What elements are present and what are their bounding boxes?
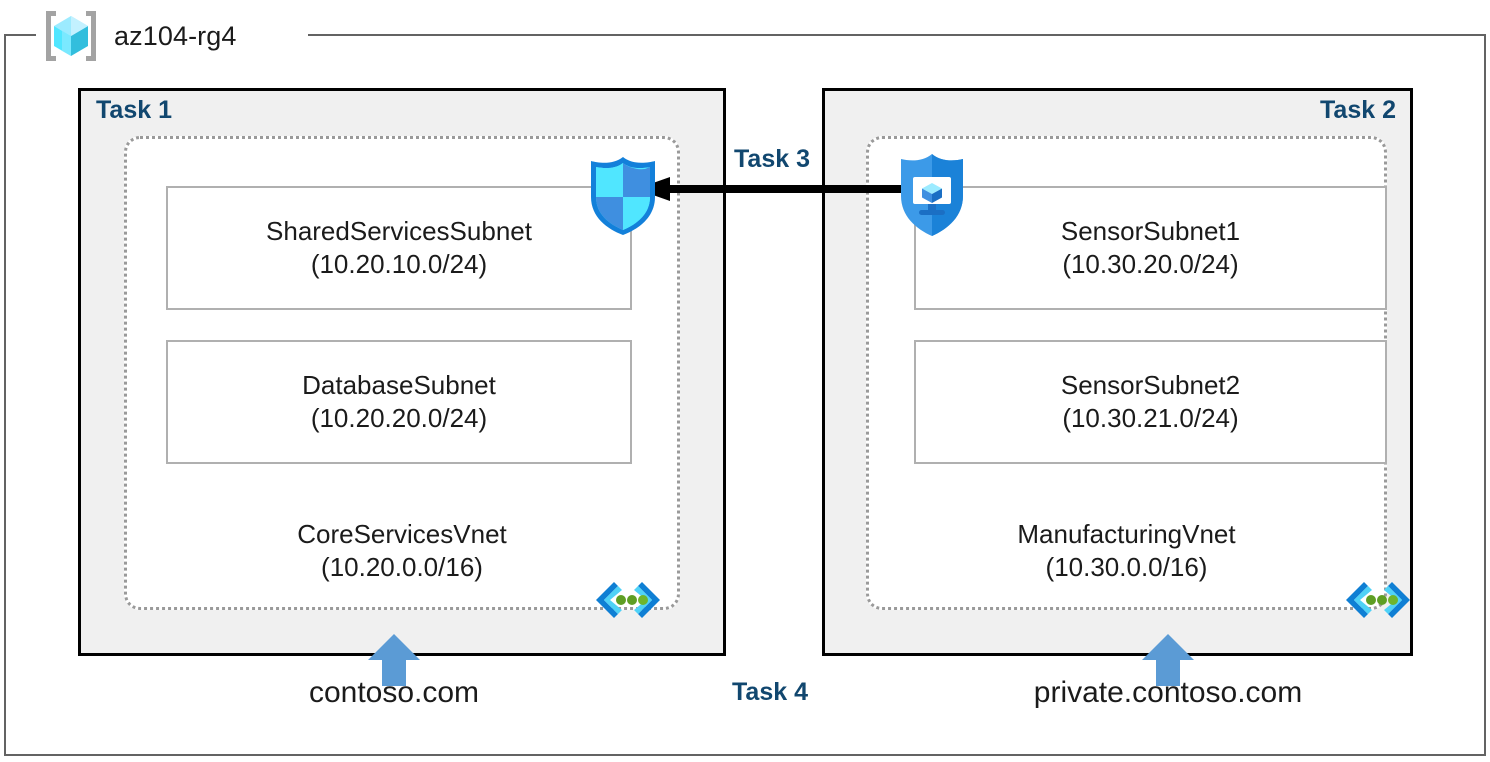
subnet-name: SensorSubnet2 [1060,369,1241,400]
subnet-sensorsubnet2: SensorSubnet2 (10.30.21.0/24) [914,340,1387,464]
task2-label: Task 2 [1320,96,1396,124]
resource-group-cube-icon [40,8,102,64]
task1-label: Task 1 [96,96,172,124]
dns-link-up-arrow-icon [1142,634,1194,686]
subnet-sensorsubnet1: SensorSubnet1 (10.30.20.0/24) [914,186,1387,310]
subnet-sharedservicessubnet: SharedServicesSubnet (10.20.10.0/24) [166,186,632,310]
subnet-cidr: (10.20.10.0/24) [310,249,488,279]
dns-zone-name-private-contoso: private.contoso.com [1033,676,1303,709]
dns-zone-name-contoso: contoso.com [308,676,480,709]
dns-zone-brackets-icon [592,578,664,622]
resource-group-header: az104-rg4 [40,8,236,64]
dns-zone-brackets-icon [1342,578,1414,622]
peering-arrow-left-icon [636,176,918,202]
vnet-name: CoreServicesVnet [297,519,507,549]
vnet-cidr: (10.30.0.0/16) [1045,552,1208,583]
vnet-name: ManufacturingVnet [1017,519,1236,549]
resource-group-boundary [4,34,1486,756]
dns-link-up-arrow-icon [368,634,420,686]
subnet-cidr: (10.30.20.0/24) [1062,249,1239,279]
resource-group-name: az104-rg4 [114,20,237,51]
subnet-name: SensorSubnet1 [1060,215,1241,246]
subnet-databasesubnet: DatabaseSubnet (10.20.20.0/24) [166,340,632,464]
vnet-corevnet-caption: CoreServicesVnet (10.20.0.0/16) [124,518,680,585]
subnet-name: SharedServicesSubnet [266,215,532,246]
task4-label: Task 4 [732,678,808,706]
subnet-cidr: (10.20.20.0/24) [310,403,488,433]
subnet-name: DatabaseSubnet [302,369,496,400]
network-watcher-monitor-shield-icon [897,152,967,238]
task3-label: Task 3 [734,145,810,173]
vnet-manufacturingvnet-caption: ManufacturingVnet (10.30.0.0/16) [866,518,1387,585]
network-security-group-shield-icon [585,155,661,237]
vnet-cidr: (10.20.0.0/16) [321,552,483,583]
subnet-cidr: (10.30.21.0/24) [1062,403,1239,433]
